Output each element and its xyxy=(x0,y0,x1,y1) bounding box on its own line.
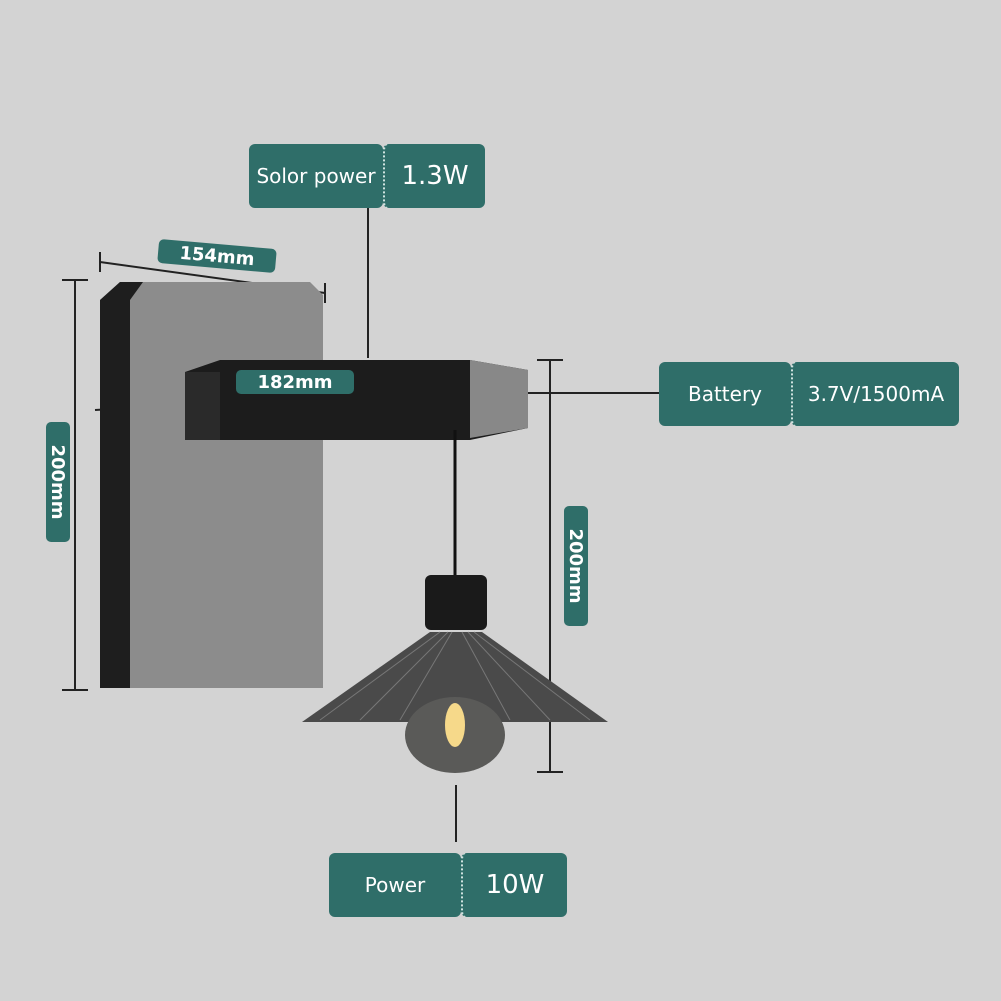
solar-power-label: Solor power xyxy=(249,144,383,208)
power-value: 10W xyxy=(461,853,567,917)
battery-label: Battery xyxy=(659,362,791,426)
battery-tag: Battery 3.7V/1500mA xyxy=(659,362,959,426)
power-tag: Power 10W xyxy=(329,853,567,917)
wall-plate xyxy=(100,282,323,688)
arm-length-label: 182mm xyxy=(236,370,354,394)
wall-plate-edge xyxy=(100,282,143,688)
lamp-height-label: 200mm xyxy=(564,506,588,626)
plate-height-label: 200mm xyxy=(46,422,70,542)
battery-value: 3.7V/1500mA xyxy=(791,362,959,426)
solar-power-value: 1.3W xyxy=(383,144,485,208)
solar-power-tag: Solor power 1.3W xyxy=(249,144,485,208)
power-label: Power xyxy=(329,853,461,917)
lamp-socket xyxy=(425,575,487,630)
